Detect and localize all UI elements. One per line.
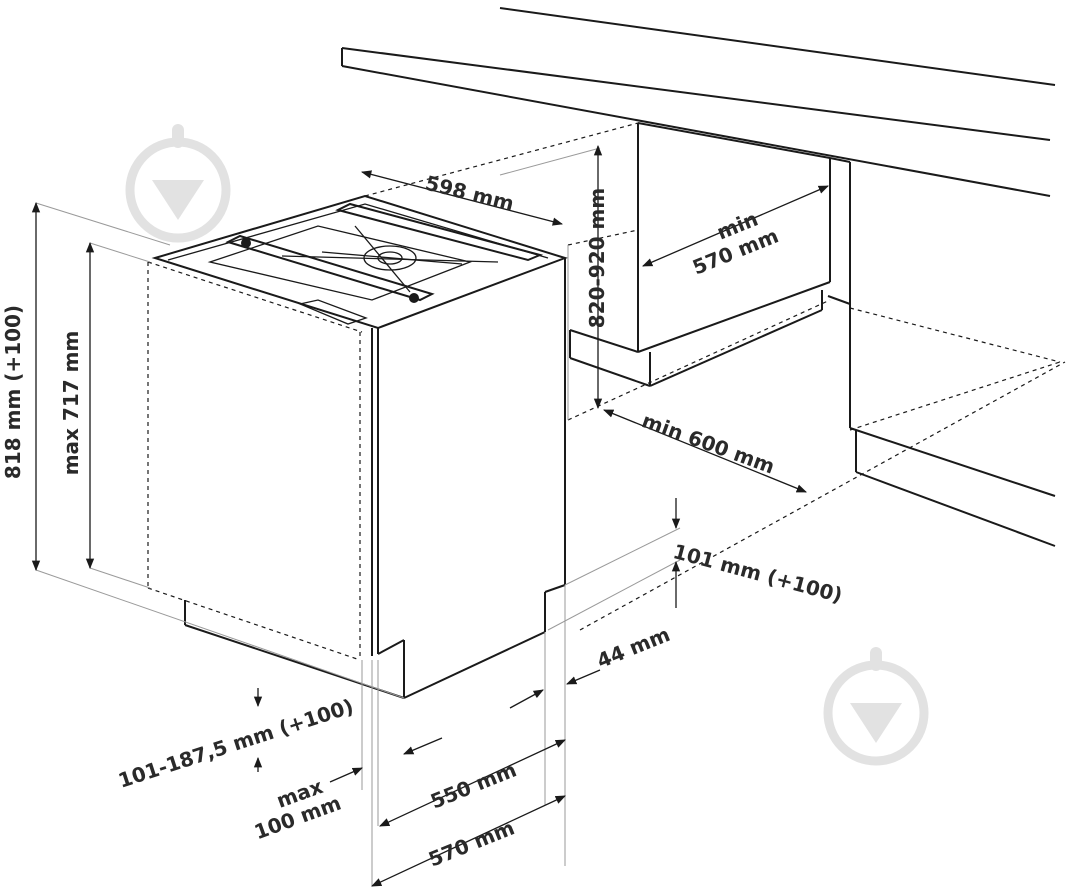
watermark-logo-icon (125, 124, 231, 243)
niche-width-label: min 600 mm (639, 408, 778, 478)
left-cabinet (569, 122, 831, 387)
worktop (341, 7, 1056, 197)
door-plinth-label: 101-187,5 mm (+100) (115, 694, 356, 793)
plinth-height-label: 101 mm (+100) (671, 539, 845, 607)
depth-total-label: 570 mm (425, 815, 518, 871)
top-frame (207, 202, 544, 325)
right-cabinet (827, 157, 1056, 547)
dishwasher (147, 194, 569, 699)
plinth-gap-label: 44 mm (593, 622, 673, 673)
dimension-labels: 598 mm 820-920 mm min 570 mm min 600 mm … (1, 171, 845, 872)
dimension-arrows (31, 144, 829, 887)
door-height-label: max 717 mm (59, 331, 83, 476)
appliance-height-label: 818 mm (+100) (1, 305, 25, 479)
niche-outline (364, 122, 1066, 631)
depth-body-label: 550 mm (427, 757, 520, 813)
watermark-logo-icon (823, 647, 929, 766)
niche-height-label: 820-920 mm (585, 188, 609, 328)
width-label: 598 mm (423, 171, 517, 216)
